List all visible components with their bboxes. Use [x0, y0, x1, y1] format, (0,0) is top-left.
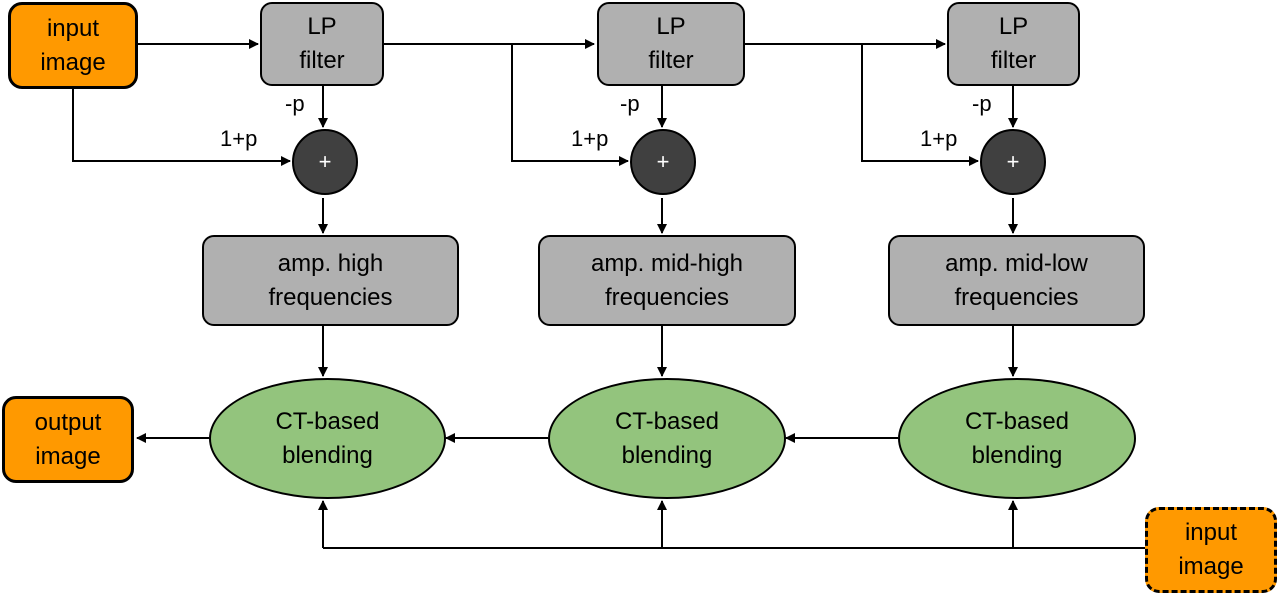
edge-branch-to-sum2	[511, 44, 629, 166]
ct-blending-1: CT-based blending	[209, 378, 446, 499]
edge-branch-to-sum3	[861, 44, 979, 166]
amp-high-frequencies: amp. high frequencies	[202, 235, 459, 326]
edge-input-to-sum1	[72, 89, 291, 166]
lp-filter-1: LP filter	[260, 2, 384, 86]
input-image-bottom-node: input image	[1145, 507, 1277, 593]
lp-filter-3: LP filter	[947, 2, 1080, 86]
amp-mid-low-frequencies: amp. mid-low frequencies	[888, 235, 1145, 326]
ct-blending-3: CT-based blending	[898, 378, 1136, 499]
label-one-plus-p-3: 1+p	[920, 126, 958, 151]
sum-node-1: +	[292, 129, 358, 195]
input-image-node: input image	[8, 2, 138, 89]
label-one-plus-p-1: 1+p	[220, 126, 258, 151]
label-minus-p-1: -p	[285, 91, 305, 116]
sum-node-3: +	[980, 129, 1046, 195]
label-minus-p-2: -p	[620, 91, 640, 116]
lp-filter-2: LP filter	[597, 2, 745, 86]
amp-mid-high-frequencies: amp. mid-high frequencies	[538, 235, 796, 326]
output-image-node: output image	[2, 396, 134, 483]
label-one-plus-p-2: 1+p	[571, 126, 609, 151]
label-minus-p-3: -p	[972, 91, 992, 116]
ct-blending-2: CT-based blending	[548, 378, 786, 499]
sum-node-2: +	[630, 129, 696, 195]
